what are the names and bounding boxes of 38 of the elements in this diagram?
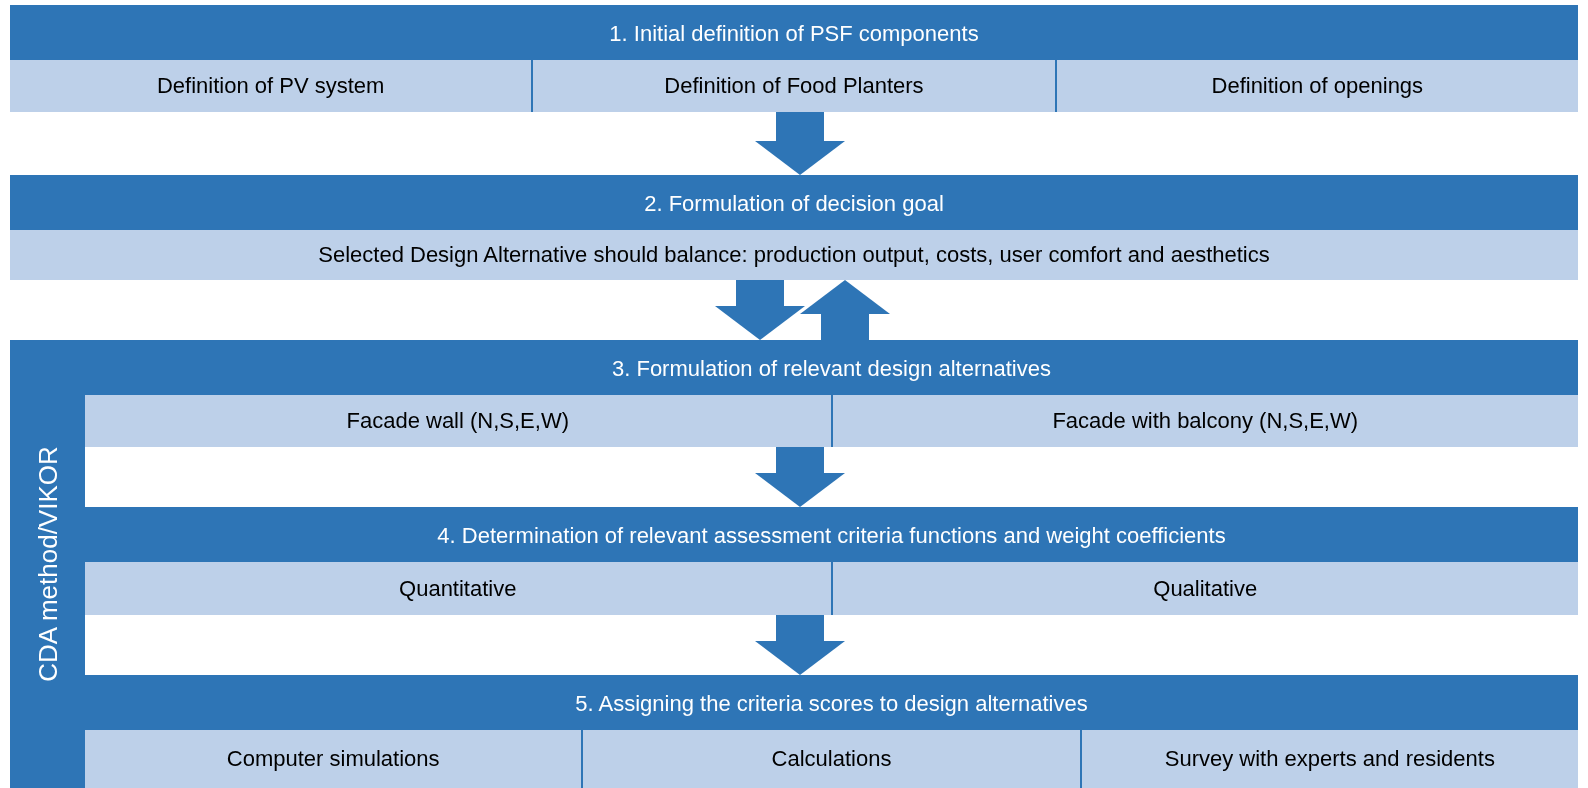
- node-label: Facade wall (N,S,E,W): [346, 408, 569, 433]
- group-band: [10, 340, 1578, 788]
- sub-step-box: Definition of Food Planters: [533, 60, 1055, 112]
- step-title: 1. Initial definition of PSF components: [608, 21, 980, 47]
- sub-step-box: Quantitative: [85, 562, 831, 615]
- block-arrow: [715, 280, 805, 340]
- node-label: Definition of openings: [1211, 73, 1424, 98]
- step-band: [85, 507, 1578, 615]
- step-title: 3. Formulation of relevant design alternatives: [611, 356, 1052, 382]
- step-title: 5. Assigning the criteria scores to design alternatives: [574, 691, 1089, 717]
- step-band: [10, 175, 1578, 280]
- sub-step-box: Selected Design Alternative should balance: production output, costs, user comfort and aesthetics: [10, 230, 1578, 280]
- step-title: 2. Formulation of decision goal: [643, 191, 945, 217]
- block-arrow: [755, 112, 845, 175]
- step-band: [85, 340, 1578, 447]
- group-title: CDA method/VIKOR: [32, 446, 63, 682]
- sub-step-box: Definition of PV system: [10, 60, 532, 112]
- node-label: Survey with experts and residents: [1164, 746, 1495, 771]
- step-title: 4. Determination of relevant assessment criteria functions and weight coefficients: [436, 523, 1227, 549]
- node-label: Calculations: [771, 746, 892, 771]
- node-label: Quantitative: [399, 575, 517, 601]
- sub-step-box: Survey with experts and residents: [1081, 730, 1578, 788]
- sub-step-box: Definition of openings: [1056, 60, 1578, 112]
- sub-step-box: Qualitative: [832, 562, 1578, 615]
- node-label: Computer simulations: [226, 746, 440, 771]
- node-label: Facade with balcony (N,S,E,W): [1052, 408, 1359, 433]
- node-label: Definition of PV system: [156, 73, 385, 98]
- block-arrow: [800, 280, 890, 340]
- block-arrow: [755, 447, 845, 507]
- sub-step-box: Calculations: [583, 730, 1080, 788]
- sub-step-box: Computer simulations: [85, 730, 582, 788]
- node-label: Qualitative: [1153, 575, 1258, 601]
- node-label: Definition of Food Planters: [664, 73, 924, 98]
- step-band: [85, 675, 1578, 788]
- sub-step-box: Facade with balcony (N,S,E,W): [832, 395, 1578, 447]
- sub-step-box: Facade wall (N,S,E,W): [85, 395, 831, 447]
- block-arrow: [755, 615, 845, 675]
- step-band: [10, 5, 1578, 112]
